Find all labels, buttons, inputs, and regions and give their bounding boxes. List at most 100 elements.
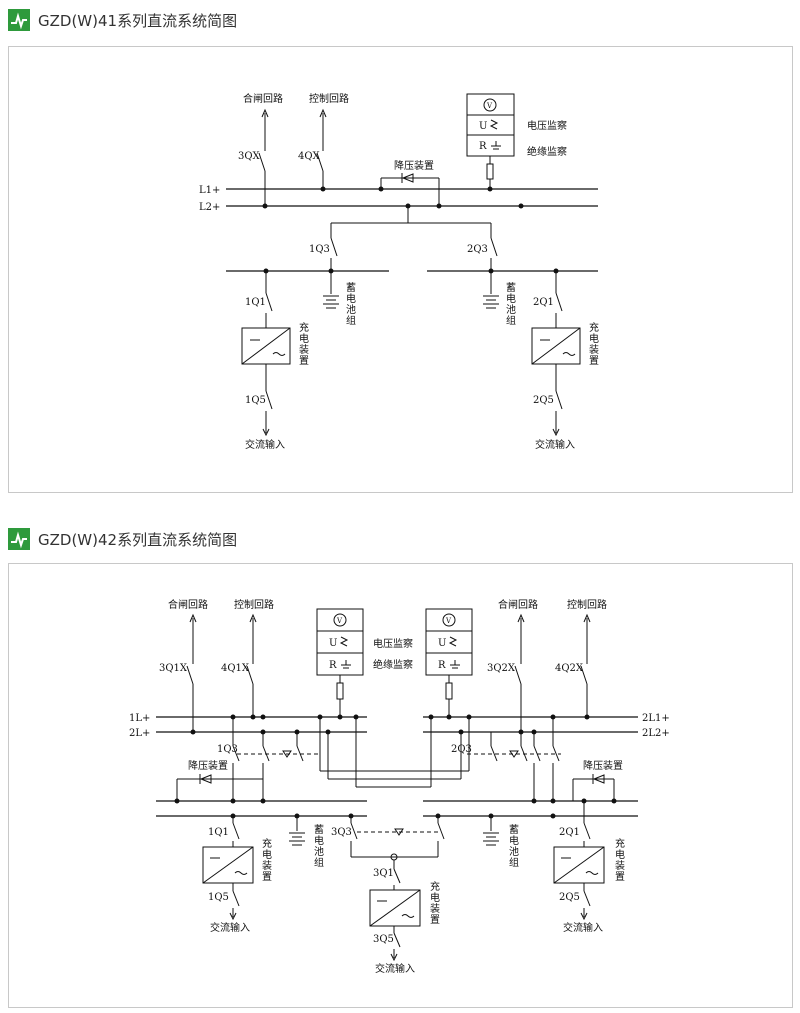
charger-chain-right [531, 271, 581, 437]
label-charger-center: 充电装置 [430, 880, 440, 926]
switch-2q3 [490, 223, 498, 271]
label-4q1x: 4Q1X [221, 663, 250, 674]
label-charger-right: 充电装置 [615, 837, 625, 883]
label-voltage-drop: 降压装置 [394, 159, 434, 172]
monitor-r: R [479, 141, 487, 152]
ground-icon [450, 660, 460, 669]
label-2l1: 2L1+ [642, 713, 670, 724]
monitor-unit: V U R [466, 93, 515, 192]
label-3q5: 3Q5 [373, 934, 394, 945]
charger-chain-left [202, 816, 254, 921]
label-insulation-monitor: 绝缘监察 [373, 658, 413, 671]
label-ac-input-right: 交流输入 [563, 921, 603, 934]
battery-right [483, 271, 499, 309]
label-battery-left: 蓄电池组 [346, 282, 356, 327]
label-close-circuit-left: 合闸回路 [168, 598, 208, 611]
monitor-u: U [479, 121, 487, 132]
label-battery-right: 蓄电池组 [509, 824, 519, 869]
label-control-circuit-left: 控制回路 [234, 598, 274, 611]
label-2l2: 2L2+ [642, 728, 670, 739]
monitor-v-right: V [445, 617, 452, 625]
label-voltage-drop-right: 降压装置 [583, 759, 623, 772]
charger-chain-right [553, 798, 605, 921]
label-1q1: 1Q1 [208, 827, 229, 838]
label-battery-left: 蓄电池组 [314, 824, 324, 869]
label-charger-left: 充电装置 [299, 321, 309, 367]
voltage-drop-device-right [572, 774, 617, 804]
label-2l-left: 2L+ [129, 728, 150, 739]
voltage-drop-device-left [174, 774, 263, 804]
label-1q3: 1Q3 [217, 744, 238, 755]
label-1l: 1L+ [129, 713, 150, 724]
voltmeter-icon [442, 613, 456, 627]
switch-3q3-ganged [350, 816, 445, 861]
label-control-circuit-right: 控制回路 [567, 598, 607, 611]
label-charger-left: 充电装置 [262, 837, 272, 883]
monitor-u-right: U [438, 638, 446, 649]
monitor-unit-right: V U R [425, 608, 473, 720]
battery-left [323, 271, 339, 309]
voltage-drop-device [378, 173, 442, 209]
brand-logo-icon [8, 528, 30, 550]
diagram-2-title: GZD(W)42系列直流系统简图 [38, 530, 238, 549]
label-3qx: 3QX [238, 151, 261, 162]
label-1q1: 1Q1 [245, 297, 266, 308]
diagram-1-title: GZD(W)41系列直流系统简图 [38, 11, 238, 30]
monitor-unit-left: V U R [316, 608, 364, 720]
voltmeter-icon [483, 98, 497, 112]
feeder-4qx [316, 108, 327, 192]
switch-1q3 [330, 223, 338, 271]
wave-icon [489, 119, 499, 130]
battery-right [483, 816, 499, 846]
charger-left [202, 846, 254, 884]
feeder-3q2x [514, 613, 525, 735]
feeder-3qx [258, 108, 269, 209]
label-voltage-drop-left: 降压装置 [188, 759, 228, 772]
wave-icon [448, 636, 458, 647]
switch-2q3-ganged [467, 714, 561, 801]
feeder-4q2x [580, 613, 591, 720]
charger-chain-center [369, 860, 421, 962]
bus-l1-label: L1+ [199, 185, 220, 196]
label-2q3: 2Q3 [451, 744, 472, 755]
battery-left [289, 816, 305, 846]
label-2q5: 2Q5 [559, 892, 580, 903]
label-3q1: 3Q1 [373, 868, 394, 879]
label-3q1x: 3Q1X [159, 663, 188, 674]
brand-logo-icon [8, 9, 30, 31]
monitor-r-right: R [438, 660, 446, 671]
voltmeter-icon [333, 613, 347, 627]
cross-monitor-wiring [317, 714, 472, 788]
label-1q5: 1Q5 [208, 892, 229, 903]
bus-l2-label: L2+ [199, 202, 220, 213]
label-4q2x: 4Q2X [555, 663, 584, 674]
label-3q3: 3Q3 [331, 827, 352, 838]
label-control-circuit: 控制回路 [309, 92, 349, 105]
charger-chain-left [241, 271, 291, 437]
diagram-1-schematic: L1+ L2+ 3QX 合闸回路 4QX 控制回路 降压装置 V U [199, 92, 599, 451]
monitor-r-left: R [329, 660, 337, 671]
label-insulation-monitor: 绝缘监察 [527, 145, 567, 158]
label-voltage-monitor: 电压监察 [527, 119, 567, 132]
diagram-1-panel: L1+ L2+ 3QX 合闸回路 4QX 控制回路 降压装置 V U [8, 46, 793, 493]
ground-icon [491, 141, 501, 150]
label-2q5: 2Q5 [533, 395, 554, 406]
feeder-3q1x [186, 613, 197, 735]
section-1-heading: GZD(W)41系列直流系统简图 [8, 8, 237, 32]
feeder-4q1x [246, 613, 257, 720]
charger-center [369, 889, 421, 927]
label-close-circuit-right: 合闸回路 [498, 598, 538, 611]
label-ac-input-left: 交流输入 [245, 438, 285, 451]
label-2q3: 2Q3 [467, 244, 488, 255]
label-2q1: 2Q1 [533, 297, 554, 308]
label-charger-right: 充电装置 [589, 321, 599, 367]
monitor-v-left: V [336, 617, 343, 625]
switch-1q3-ganged [230, 714, 321, 801]
label-ac-input-center: 交流输入 [375, 962, 415, 975]
label-4qx: 4QX [298, 151, 321, 162]
wave-icon [339, 636, 349, 647]
label-voltage-monitor: 电压监察 [373, 637, 413, 650]
section-2-heading: GZD(W)42系列直流系统简图 [8, 527, 237, 551]
diagram-2-schematic: 1L+ 2L+ 2L1+ 2L2+ 3Q1X 合闸回路 4Q1X 控制回路 3Q… [129, 598, 670, 975]
label-3q2x: 3Q2X [487, 663, 516, 674]
